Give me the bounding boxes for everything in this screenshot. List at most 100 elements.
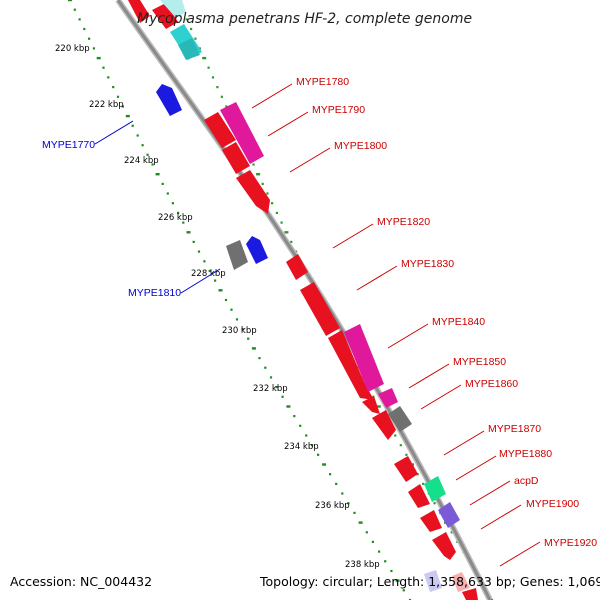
tick-dot (166, 192, 169, 195)
tick-dot (290, 240, 293, 243)
gene-feature[interactable] (286, 254, 308, 280)
tick-label: 238 kbp (345, 560, 380, 570)
tick-dot (261, 182, 264, 185)
leader-line (289, 147, 331, 173)
gene-feature[interactable] (362, 396, 380, 414)
gene-feature[interactable] (394, 456, 418, 482)
gene-feature[interactable] (246, 236, 268, 264)
forward-gene-track (128, 0, 478, 600)
gene-feature[interactable] (328, 330, 374, 400)
gene-feature[interactable] (408, 484, 430, 508)
tick-dot (185, 18, 188, 21)
tick-dot (161, 182, 164, 185)
gene-label[interactable]: MYPE1790 (312, 104, 365, 116)
tick-dot (252, 163, 255, 166)
gene-feature[interactable] (424, 476, 446, 502)
tick-label: 234 kbp (284, 442, 319, 452)
tick-label: 220 kbp (55, 44, 90, 54)
tick-dot (190, 27, 193, 31)
gene-label[interactable]: MYPE1830 (401, 258, 454, 270)
tick-dot (220, 95, 223, 98)
tick-dot (197, 250, 201, 253)
gene-feature[interactable] (222, 142, 250, 174)
leader-line (480, 504, 522, 530)
gene-label[interactable]: MYPE1920 (544, 537, 597, 549)
gene-label[interactable]: MYPE1800 (334, 140, 387, 152)
gene-feature[interactable] (424, 570, 442, 592)
gene-label[interactable]: acpD (514, 475, 539, 487)
gene-labels: MYPE1780 MYPE1790 MYPE1800 MYPE1820 MYPE… (42, 76, 597, 549)
major-tick-mark (155, 173, 160, 176)
major-tick-mark (125, 114, 130, 118)
gene-label[interactable]: MYPE1780 (296, 76, 349, 88)
gene-label[interactable]: MYPE1850 (453, 356, 506, 368)
gene-feature[interactable] (160, 0, 186, 18)
tick-dot (378, 550, 381, 553)
tick-dot (112, 86, 115, 89)
tick-dot (73, 8, 76, 11)
gene-feature[interactable] (372, 410, 396, 440)
gene-feature[interactable] (128, 0, 150, 23)
gene-feature[interactable] (226, 240, 248, 270)
tick-dot (266, 192, 269, 195)
tick-dot (365, 531, 368, 534)
gene-feature[interactable] (204, 112, 236, 148)
gene-feature[interactable] (432, 532, 456, 560)
tick-dot (208, 269, 211, 273)
gene-label[interactable]: MYPE1900 (526, 498, 579, 510)
tick-dot (198, 47, 201, 50)
tick-dot (402, 589, 405, 592)
tick-dot (141, 144, 144, 147)
gene-label[interactable]: MYPE1810 (128, 287, 181, 299)
tick-dot (116, 95, 120, 98)
tick-dot (281, 395, 284, 398)
gene-feature[interactable] (462, 588, 478, 600)
gene-label[interactable]: MYPE1870 (488, 423, 541, 435)
gene-feature[interactable] (438, 502, 460, 528)
tick-dot (450, 531, 453, 534)
major-tick-mark (218, 289, 223, 292)
tick-dot (258, 357, 261, 360)
tick-dot (241, 327, 244, 331)
gene-feature[interactable] (300, 282, 340, 336)
gene-feature[interactable] (156, 84, 182, 116)
gene-label[interactable]: MYPE1880 (499, 448, 552, 460)
tick-dot (136, 134, 139, 137)
gene-feature[interactable] (344, 324, 384, 392)
gene-label[interactable]: MYPE1820 (377, 216, 430, 228)
tick-dot (182, 221, 185, 224)
tick-dot (394, 434, 397, 437)
tick-dot (121, 105, 124, 108)
gene-label[interactable]: MYPE1860 (465, 378, 518, 390)
gene-label[interactable]: MYPE1840 (432, 316, 485, 328)
leader-line (420, 384, 462, 410)
tick-dot (371, 540, 374, 543)
tick-dot (390, 569, 393, 573)
tick-dot (341, 492, 344, 495)
tick-dot (408, 598, 412, 600)
tick-dot (433, 502, 436, 505)
gene-feature[interactable] (378, 388, 398, 408)
tick-dot (171, 202, 174, 205)
gene-feature[interactable] (178, 38, 200, 60)
gene-feature[interactable] (152, 3, 178, 29)
gene-feature[interactable] (220, 102, 264, 164)
tick-dot (151, 163, 154, 166)
major-tick-mark (376, 405, 381, 408)
tick-dot (305, 434, 308, 437)
gene-feature[interactable] (420, 510, 442, 532)
gene-label[interactable]: MYPE1770 (42, 139, 95, 151)
gene-feature[interactable] (452, 572, 470, 592)
gene-label-leaders (94, 83, 541, 567)
major-tick-mark (186, 231, 191, 234)
tick-dot (335, 482, 338, 485)
tick-dot (405, 453, 408, 456)
reverse-gene-track (156, 84, 268, 270)
gene-feature[interactable] (388, 406, 412, 432)
tick-dot (311, 444, 314, 447)
tick-dot (78, 18, 81, 21)
gene-feature[interactable] (236, 170, 270, 214)
tick-dot (235, 318, 239, 321)
